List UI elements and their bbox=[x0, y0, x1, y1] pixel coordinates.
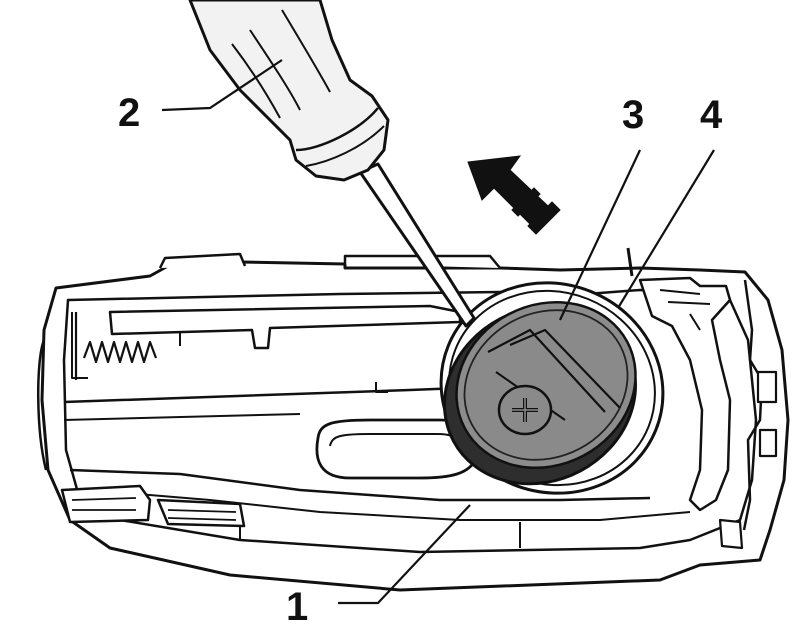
leader-1 bbox=[338, 504, 471, 605]
coin-battery bbox=[443, 300, 637, 486]
direction-arrow bbox=[467, 155, 561, 235]
leader-lines bbox=[161, 59, 715, 605]
callout-labels: 1 2 3 4 bbox=[118, 91, 723, 629]
screwdriver bbox=[188, 0, 476, 328]
callout-3: 3 bbox=[622, 93, 644, 137]
callout-2: 2 bbox=[118, 91, 140, 135]
callout-1: 1 bbox=[286, 585, 308, 629]
key-housing bbox=[37, 247, 790, 592]
latch-mechanism bbox=[638, 276, 732, 512]
spring bbox=[74, 312, 158, 380]
leader-3 bbox=[559, 149, 641, 321]
leader-2 bbox=[161, 59, 283, 112]
clip-left bbox=[60, 484, 152, 524]
callout-4: 4 bbox=[700, 93, 723, 137]
leader-4 bbox=[617, 149, 715, 309]
clip-right bbox=[156, 498, 246, 528]
